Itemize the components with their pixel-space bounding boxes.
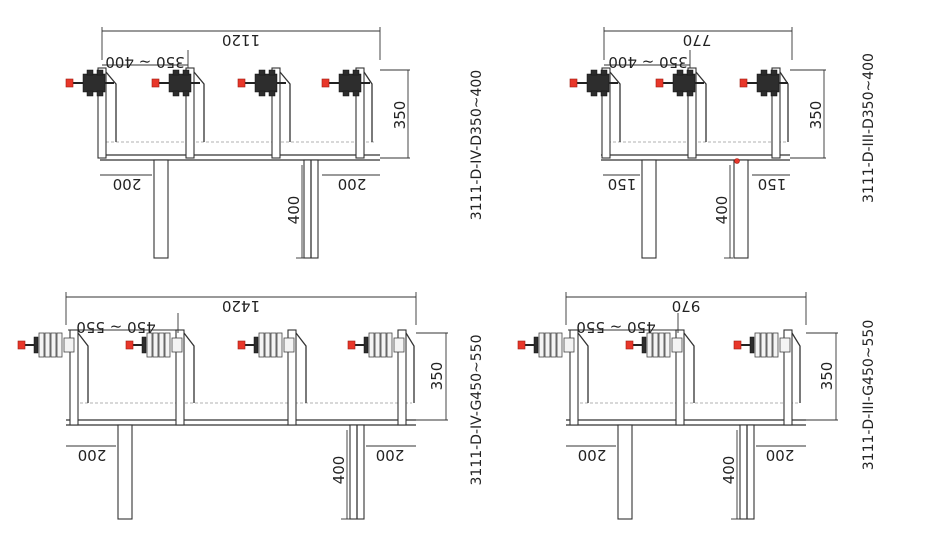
panel-tl: 1120 350 ~ 400 200 200 350 400 3111-D-IV… [65, 27, 485, 259]
spacing-label: 350 ~ 400 [608, 53, 687, 71]
panel-br: 970 450 ~ 550 200 200 350 400 3111-D-III… [517, 292, 877, 520]
right-overhang-label: 200 [338, 175, 367, 193]
post-length-label: 400 [285, 196, 303, 225]
right-overhang-label: 200 [766, 446, 795, 464]
model-label: 3111-D-III-D350~400 [861, 53, 877, 203]
height-label: 350 [391, 101, 409, 130]
post-length-label: 400 [330, 456, 348, 485]
right-overhang-label: 200 [376, 446, 405, 464]
left-overhang-label: 200 [113, 175, 142, 193]
clamp-icon [237, 332, 295, 358]
clamp-icon [517, 332, 575, 358]
post-length-label: 400 [713, 196, 731, 225]
left-overhang-label: 200 [578, 446, 607, 464]
height-label: 350 [807, 101, 825, 130]
clamp-icon [347, 332, 405, 358]
spacing-label: 450 ~ 550 [76, 318, 155, 336]
panel-bl: 1420 450 ~ 550 200 200 350 400 3111-D-IV… [17, 292, 485, 520]
clamp-icon [733, 332, 791, 358]
left-overhang-label: 200 [78, 446, 107, 464]
model-label: 3111-D-IV-G450~550 [469, 335, 485, 486]
right-overhang-label: 150 [758, 175, 787, 193]
clamp-icon [17, 332, 75, 358]
height-label: 350 [428, 362, 446, 391]
model-label: 3111-D-IV-D350~400 [469, 70, 485, 220]
overall-width-label: 770 [683, 31, 712, 49]
overall-width-label: 1120 [222, 31, 260, 49]
height-label: 350 [818, 362, 836, 391]
left-overhang-label: 150 [608, 175, 637, 193]
post-length-label: 400 [720, 456, 738, 485]
overall-width-label: 970 [672, 297, 701, 315]
model-label: 3111-D-III-G450~550 [861, 320, 877, 471]
overall-width-label: 1420 [222, 297, 260, 315]
panel-tr: 770 350 ~ 400 150 150 350 400 3111-D-III… [569, 27, 877, 259]
spacing-label: 450 ~ 550 [576, 318, 655, 336]
spacing-label: 350 ~ 400 [105, 53, 184, 71]
